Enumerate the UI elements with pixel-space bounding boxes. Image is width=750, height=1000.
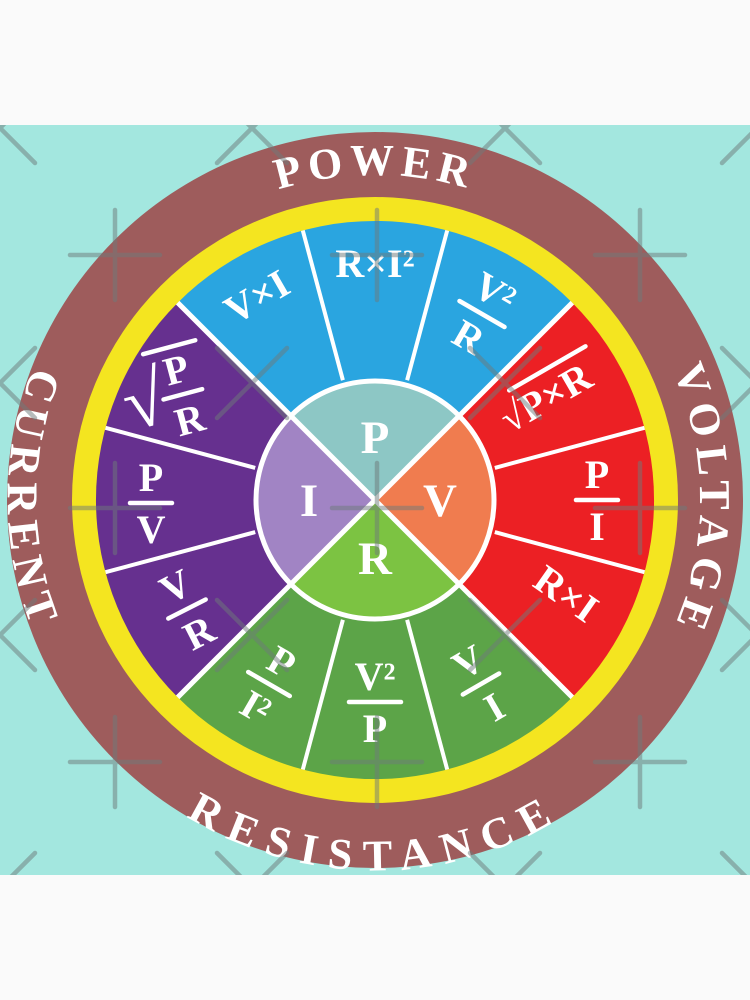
center-power-sector xyxy=(290,381,460,500)
watermark-marks xyxy=(0,125,750,875)
center-current-sector xyxy=(256,415,375,585)
svg-text:V: V xyxy=(137,507,166,552)
svg-text:P: P xyxy=(139,455,163,500)
svg-text:I: I xyxy=(589,504,605,549)
center-letter-power: P xyxy=(361,412,390,464)
svg-text:V²: V² xyxy=(355,654,396,699)
center-hub-outline xyxy=(253,378,497,622)
formula-current-p-over-v: P V xyxy=(127,455,175,552)
power-quadrant xyxy=(177,220,573,500)
segment-dividers xyxy=(104,229,646,771)
center-voltage-sector xyxy=(375,415,494,585)
svg-text:P: P xyxy=(585,452,609,497)
formula-voltage-p-over-i: P I xyxy=(573,452,621,549)
current-quadrant xyxy=(95,302,375,698)
voltage-quadrant xyxy=(375,302,655,698)
resistance-quadrant xyxy=(177,500,573,780)
center-resistance-sector xyxy=(290,500,460,619)
center-letter-current: I xyxy=(300,475,318,527)
center-letter-voltage: V xyxy=(423,475,457,527)
